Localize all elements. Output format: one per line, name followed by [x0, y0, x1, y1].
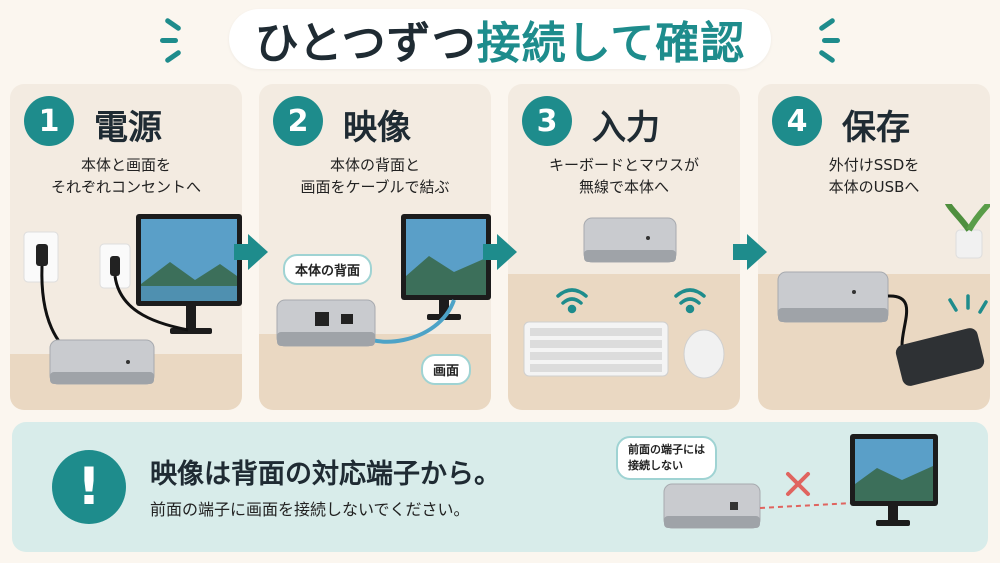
wifi-icon [556, 288, 588, 314]
rear-callout-bubble: 本体の背面 [283, 254, 373, 285]
power-scene-illustration [10, 214, 242, 410]
cross-icon [786, 472, 810, 496]
external-ssd-icon [895, 328, 985, 386]
step-description: 外付けSSDを 本体のUSBへ [758, 154, 990, 198]
step-header: 1 電源 [10, 96, 242, 148]
exclamation-icon: ! [52, 450, 126, 524]
arrow-right-icon [733, 234, 767, 270]
wifi-icon [674, 288, 706, 314]
step-description: 本体の背面と 画面をケーブルで結ぶ [259, 154, 491, 198]
arrow-right-icon [483, 234, 517, 270]
step-header: 4 保存 [758, 96, 990, 148]
step-description-line: 画面をケーブルで結ぶ [300, 178, 450, 196]
step-number-badge: 1 [24, 96, 74, 146]
step-header: 3 入力 [508, 96, 740, 148]
notice-scene: 前面の端子には 接続しない [602, 422, 988, 552]
step-title: 電源 [94, 108, 162, 148]
sparkle-icon-right [800, 17, 840, 64]
step-description: キーボードとマウスが 無線で本体へ [508, 154, 740, 198]
sparkle-icon [948, 294, 988, 314]
step-description-line: 外付けSSDを [828, 156, 920, 174]
front-port-warning-illustration [663, 434, 938, 529]
arrow-right-icon [234, 234, 268, 270]
callout-line: 接続しない [628, 459, 683, 472]
page-title: ひとつずつ 接続して確認 [0, 0, 1000, 78]
step-title: 入力 [592, 108, 660, 148]
step-description-line: 無線で本体へ [578, 178, 669, 196]
step-title: 保存 [842, 108, 910, 148]
input-scene-illustration [508, 217, 740, 410]
plant-pot-icon [955, 229, 983, 259]
step-number-badge: 3 [522, 96, 572, 146]
step-description-line: 本体の背面と [329, 156, 420, 174]
step-card-storage: 4 保存 外付けSSDを 本体のUSBへ [758, 84, 990, 410]
notice-panel: ! 映像は背面の対応端子から。 前面の端子に画面を接続しないでください。 前面の… [12, 422, 988, 552]
step-card-input: 3 入力 キーボードとマウスが 無線で本体へ [508, 84, 740, 410]
steps-row: 1 電源 本体と画面を それぞれコンセントへ [10, 84, 990, 410]
front-port-callout-bubble: 前面の端子には 接続しない [616, 436, 717, 480]
step-card-video: 2 映像 本体の背面と 画面をケーブルで結ぶ 本体の背面 画面 [259, 84, 491, 410]
step-title: 映像 [343, 108, 411, 148]
title-pill: ひとつずつ 接続して確認 [228, 9, 772, 69]
title-part-1: ひとつずつ [254, 18, 477, 69]
step-description-line: キーボードとマウスが [548, 156, 699, 174]
step-number-badge: 4 [772, 96, 822, 146]
rear-port-icon [315, 312, 329, 326]
callout-line: 前面の端子には [628, 443, 705, 456]
step-description: 本体と画面を それぞれコンセントへ [10, 154, 242, 198]
mouse-icon [683, 329, 725, 379]
step-description-line: 本体のUSBへ [828, 178, 920, 196]
title-part-2: 接続して確認 [476, 18, 746, 69]
notice-subtitle: 前面の端子に画面を接続しないでください。 [150, 500, 470, 519]
step-number-badge: 2 [273, 96, 323, 146]
storage-scene-illustration [758, 204, 990, 410]
screen-callout-bubble: 画面 [421, 354, 472, 385]
step-header: 2 映像 [259, 96, 491, 148]
step-description-line: 本体と画面を [80, 156, 171, 174]
step-card-power: 1 電源 本体と画面を それぞれコンセントへ [10, 84, 242, 410]
step-description-line: それぞれコンセントへ [50, 178, 201, 196]
sparkle-icon-left [160, 17, 200, 64]
notice-title: 映像は背面の対応端子から。 [150, 459, 501, 490]
